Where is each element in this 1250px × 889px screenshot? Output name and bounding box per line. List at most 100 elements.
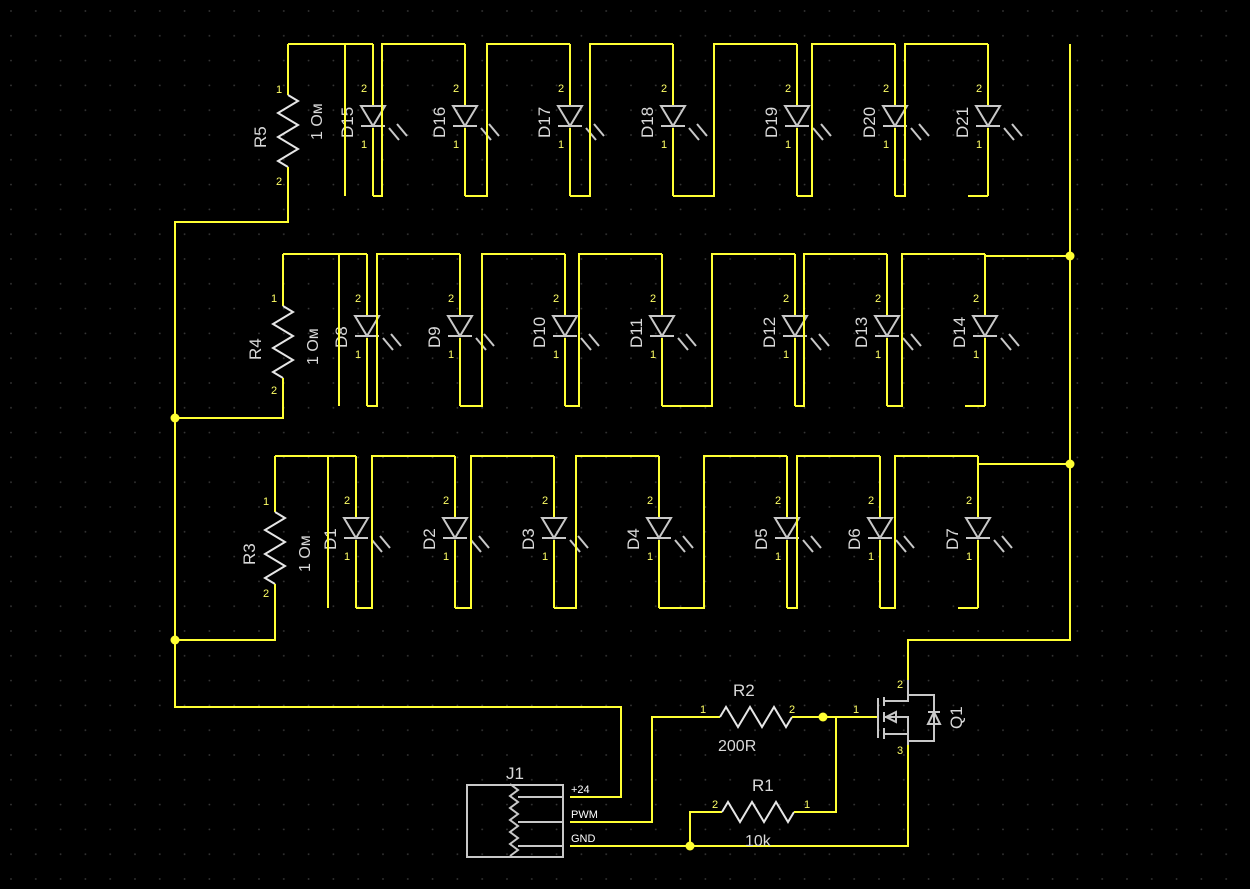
- led-pin-1: 1: [542, 551, 548, 563]
- led-ref: D18: [638, 107, 657, 138]
- led-ref: D9: [425, 326, 444, 348]
- led-pin-2: 2: [976, 83, 982, 95]
- wire-r1-to-gate: [808, 716, 837, 813]
- svg-text:1: 1: [263, 496, 269, 508]
- chain-wire: [673, 43, 797, 197]
- junction-dot: [170, 413, 180, 423]
- led-ref: D21: [953, 107, 972, 138]
- r5-value: 1 Ом: [309, 103, 326, 140]
- led-pin-1: 1: [361, 139, 367, 151]
- r5-ref: R5: [251, 126, 270, 148]
- led-pin-1: 1: [868, 551, 874, 563]
- led-chain-wires: [283, 253, 985, 407]
- led-pin-2: 2: [883, 83, 889, 95]
- led-ref: D3: [519, 528, 538, 550]
- wire-r1-to-gnd: [689, 811, 722, 846]
- led-ref: D15: [338, 107, 357, 138]
- chain-wire: [455, 455, 554, 609]
- svg-text:1: 1: [271, 293, 277, 305]
- mosfet-q1[interactable]: 1 2 3 Q1: [848, 679, 966, 757]
- led-pin-1: 1: [453, 139, 459, 151]
- led-pin-2: 2: [443, 495, 449, 507]
- q1-ref: Q1: [947, 706, 966, 729]
- led-ref: D12: [760, 317, 779, 348]
- led-pin-1: 1: [966, 551, 972, 563]
- chain-wire: [570, 43, 673, 197]
- resistor-r1[interactable]: 2 1 R1 10k: [712, 776, 810, 850]
- led-pin-2: 2: [783, 293, 789, 305]
- led-pin-1: 1: [973, 349, 979, 361]
- led-ref: D17: [535, 107, 554, 138]
- resistor-r4[interactable]: 1 2 R4 1 Ом: [246, 254, 322, 397]
- junctions: [170, 251, 1075, 851]
- wire-r4-to-bus: [175, 390, 284, 419]
- chain-wire: [662, 253, 795, 407]
- led-pin-2: 2: [553, 293, 559, 305]
- wire-r3-to-bus: [175, 600, 276, 641]
- svg-text:1: 1: [804, 799, 810, 811]
- chain-wire: [880, 455, 978, 609]
- wire-right-bus: [907, 44, 1071, 680]
- chain-wire: [460, 253, 565, 407]
- led-ref: D6: [845, 528, 864, 550]
- led-chain-wires: [288, 43, 988, 197]
- svg-text:1: 1: [276, 84, 282, 96]
- led-ref: D8: [332, 326, 351, 348]
- resistor-r3[interactable]: 1 2 R3 1 Ом: [240, 456, 314, 600]
- junction-dot: [170, 635, 180, 645]
- led-pin-1: 1: [883, 139, 889, 151]
- led-ref: D11: [627, 318, 646, 348]
- led-pin-1: 1: [647, 551, 653, 563]
- svg-text:1: 1: [853, 704, 859, 716]
- bus-wires: [174, 44, 1071, 847]
- led-d17[interactable]: 2 1 D17: [535, 44, 605, 196]
- led-pin-2: 2: [453, 83, 459, 95]
- led-pin-2: 2: [558, 83, 564, 95]
- r2-value: 200R: [718, 738, 756, 755]
- junction-dot: [685, 841, 695, 851]
- led-pin-2: 2: [647, 495, 653, 507]
- led-ref: D2: [420, 528, 439, 550]
- led-d12[interactable]: 2 1 D12: [760, 254, 830, 406]
- junction-dot: [1065, 251, 1075, 261]
- j1-pin-gnd: GND: [571, 833, 596, 845]
- connector-j1[interactable]: J1 +24 PWM GND: [466, 764, 598, 858]
- svg-text:3: 3: [897, 745, 903, 757]
- junction-dot: [818, 712, 828, 722]
- wire-left-bus: [174, 190, 622, 798]
- r4-value: 1 Ом: [305, 328, 322, 365]
- resistor-r2[interactable]: 1 2 R2 200R: [700, 681, 800, 755]
- led-pin-1: 1: [558, 139, 564, 151]
- led-pin-2: 2: [875, 293, 881, 305]
- led-chain-wires: [275, 455, 978, 609]
- r4-ref: R4: [246, 338, 265, 360]
- resistor-r5[interactable]: 1 2 R5 1 Ом: [251, 44, 326, 190]
- chain-wire: [659, 455, 787, 609]
- svg-text:2: 2: [712, 799, 718, 811]
- led-d4[interactable]: 2 1 D4: [624, 456, 694, 608]
- led-ref: D4: [624, 528, 643, 550]
- led-pin-1: 1: [783, 349, 789, 361]
- led-ref: D5: [752, 528, 771, 550]
- r3-value: 1 Ом: [297, 535, 314, 572]
